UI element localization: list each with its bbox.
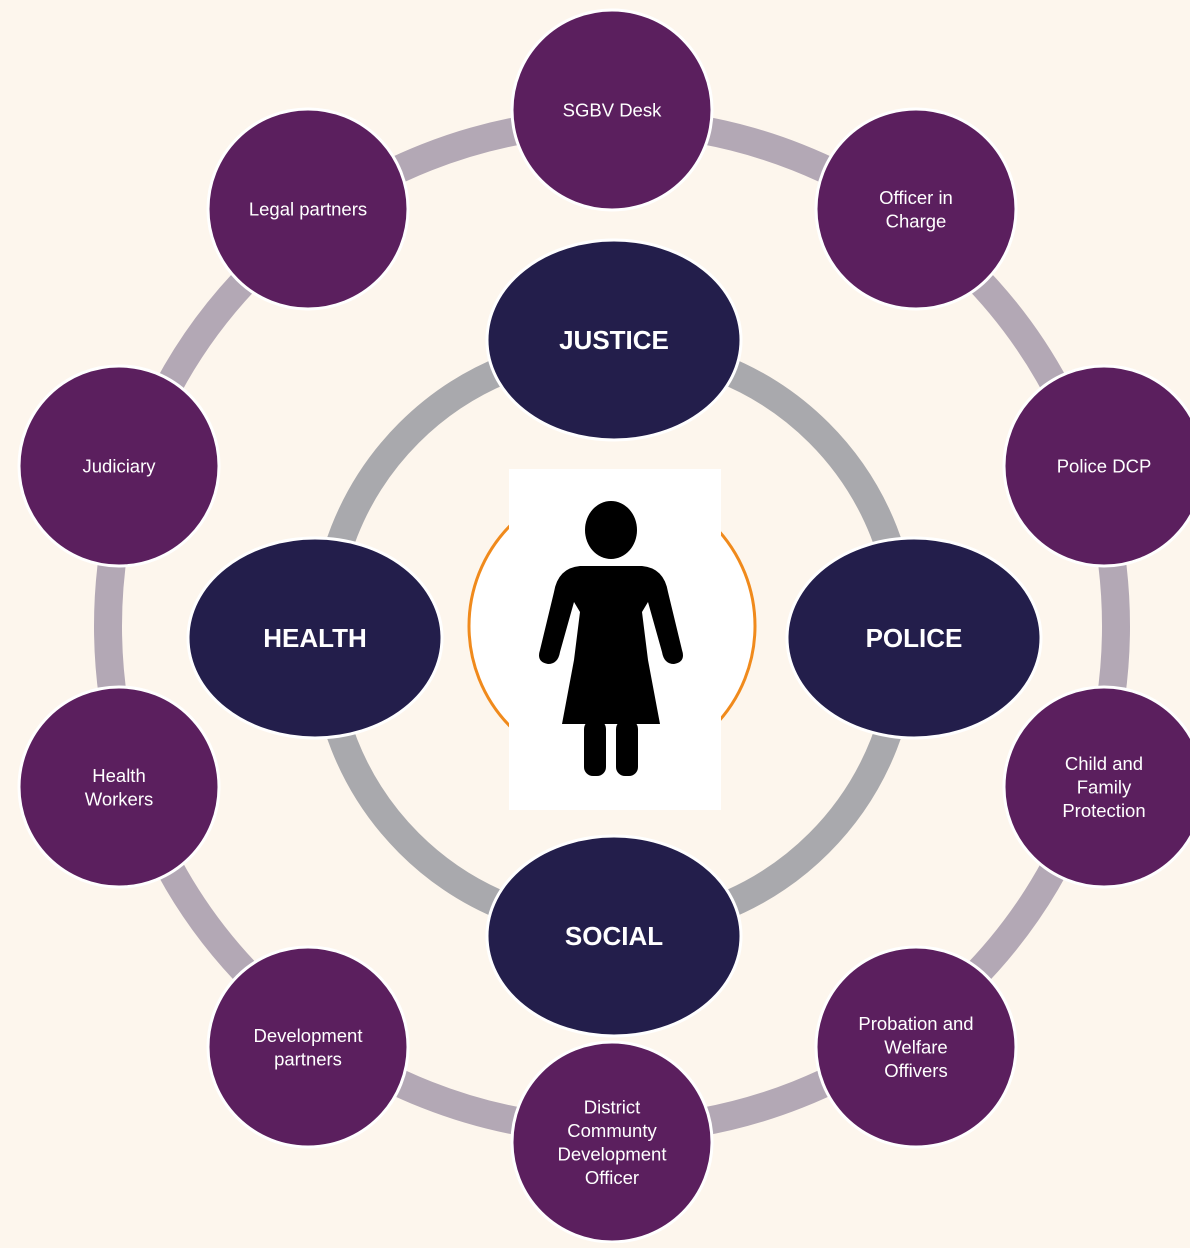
outer-node-label-line: partners	[274, 1048, 342, 1069]
outer-node-label-line: Development	[557, 1143, 666, 1164]
inner-node-police-label: POLICE	[866, 623, 963, 653]
outer-node-label-line: Protection	[1062, 800, 1145, 821]
outer-node-legal-partners-label: Legal partners	[249, 199, 367, 220]
inner-node-police-shape	[785, 536, 1043, 740]
outer-node-police-dcp-circle	[1002, 364, 1190, 568]
outer-node-sgbv-desk: SGBV Desk	[510, 8, 714, 212]
outer-node-label-line: Judiciary	[83, 456, 157, 477]
outer-node-child-and-family-protection-circle	[1002, 685, 1190, 889]
woman-figure-icon	[539, 501, 683, 776]
inner-node-justice-shape	[485, 238, 743, 442]
inner-node-justice-label: JUSTICE	[559, 325, 669, 355]
outer-node-label-line: Charge	[886, 210, 947, 231]
inner-node-social-label: SOCIAL	[565, 921, 663, 951]
inner-node-police: POLICE	[785, 536, 1043, 740]
outer-node-sgbv-desk-label: SGBV Desk	[563, 100, 662, 121]
outer-node-label-line: Health	[92, 765, 145, 786]
outer-node-police-dcp: Police DCP	[1002, 364, 1190, 568]
outer-node-health-workers-circle	[17, 685, 221, 889]
outer-node-label-line: SGBV Desk	[563, 100, 662, 121]
outer-node-label-line: Officer	[585, 1167, 639, 1188]
inner-node-social-shape	[485, 834, 743, 1038]
outer-node-label-line: Development	[253, 1025, 362, 1046]
outer-node-judiciary-label: Judiciary	[83, 456, 157, 477]
outer-node-legal-partners: Legal partners	[206, 107, 410, 311]
outer-node-officer-in-charge-circle	[814, 107, 1018, 311]
inner-node-justice: JUSTICE	[485, 238, 743, 442]
outer-node-police-dcp-label: Police DCP	[1057, 456, 1152, 477]
outer-node-development-partners-circle	[206, 945, 410, 1149]
outer-node-legal-partners-circle	[206, 107, 410, 311]
inner-node-social: SOCIAL	[485, 834, 743, 1038]
outer-node-label-line: Workers	[85, 788, 154, 809]
outer-node-sgbv-desk-circle	[510, 8, 714, 212]
outer-node-label-line: Family	[1077, 777, 1132, 798]
outer-node-judiciary: Judiciary	[17, 364, 221, 568]
outer-node-label-line: Communty	[567, 1120, 657, 1141]
inner-node-health-label: HEALTH	[263, 623, 367, 653]
inner-node-health: HEALTH	[186, 536, 444, 740]
outer-node-label-line: Child and	[1065, 753, 1143, 774]
outer-node-judiciary-circle	[17, 364, 221, 568]
outer-node-label-line: Police DCP	[1057, 456, 1152, 477]
outer-node-label-line: Probation and	[858, 1013, 973, 1034]
outer-node-label-line: District	[584, 1096, 641, 1117]
outer-node-label-line: Officer in	[879, 187, 953, 208]
outer-node-district-community-development-officer-circle	[510, 1040, 714, 1244]
inner-node-health-shape	[186, 536, 444, 740]
outer-node-label-line: Welfare	[884, 1037, 947, 1058]
outer-node-label-line: Offivers	[884, 1060, 947, 1081]
outer-node-label-line: Legal partners	[249, 199, 367, 220]
outer-node-probation-and-welfare-offivers-circle	[814, 945, 1018, 1149]
